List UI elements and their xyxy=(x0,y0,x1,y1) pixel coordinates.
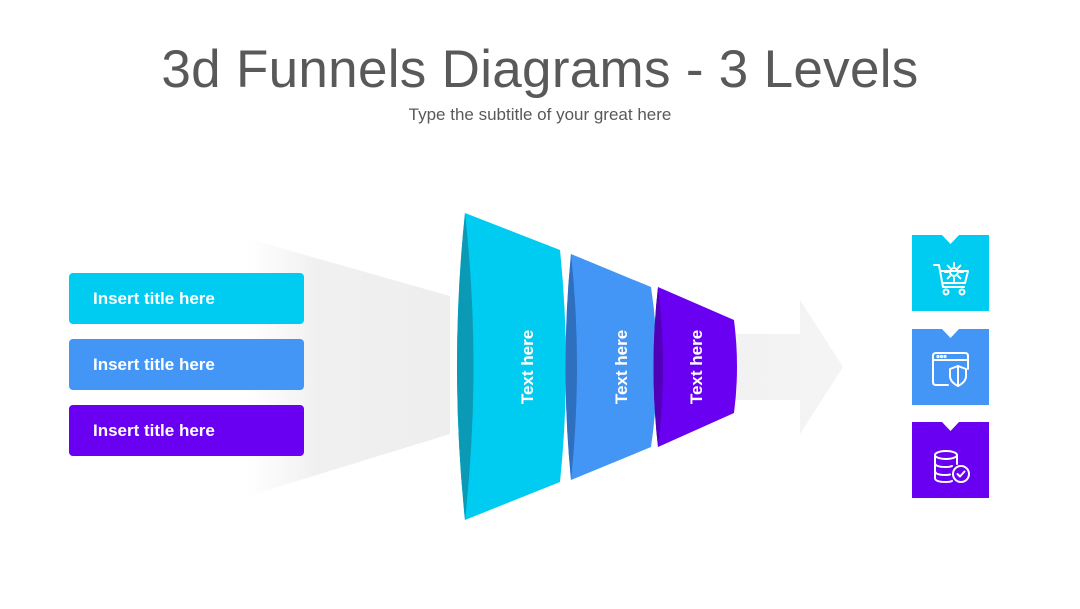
funnel-stage-3: Text here xyxy=(653,287,737,447)
funnel-stage-1-text: Text here xyxy=(518,330,537,404)
funnel-stage-2: Text here xyxy=(565,254,657,480)
cart-gear-icon xyxy=(933,262,969,296)
funnel-stage-1: Text here xyxy=(457,213,566,520)
level-2-title-bar: Insert title here xyxy=(69,339,304,390)
funnel-stage-3-text: Text here xyxy=(687,330,706,404)
funnel-stage-2-text: Text here xyxy=(612,330,631,404)
funnel-stage-3-body xyxy=(653,287,737,447)
level-3-icon-tile xyxy=(912,422,989,498)
funnel-stage-1-body xyxy=(457,213,566,520)
database-check-icon xyxy=(934,450,970,483)
funnel-stage-3-edge xyxy=(653,287,663,447)
level-1-icon-tile xyxy=(912,235,989,311)
level-3-title-bar: Insert title here xyxy=(69,405,304,456)
funnel-stage-2-body xyxy=(565,254,657,480)
page-subtitle: Type the subtitle of your great here xyxy=(408,105,672,124)
level-2-icon-tile xyxy=(912,329,989,405)
funnel-stage-2-edge xyxy=(565,254,577,480)
browser-shield-icon xyxy=(932,352,969,387)
funnel-stage-1-edge xyxy=(457,213,474,520)
output-arrow xyxy=(735,300,843,434)
level-1-title-bar: Insert title here xyxy=(69,273,304,324)
page-title: 3d Funnels Diagrams - 3 Levels xyxy=(161,40,919,99)
